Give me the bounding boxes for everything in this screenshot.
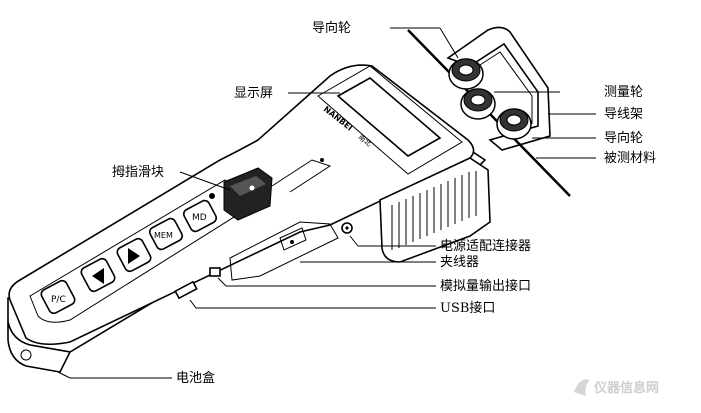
label-clamp: 夹线器	[440, 255, 479, 270]
device-body	[7, 64, 491, 373]
measure-wheel	[460, 88, 496, 120]
button-mem[interactable]: MEM	[148, 217, 184, 251]
indicator-led	[209, 193, 215, 199]
analog-output-port[interactable]	[209, 267, 221, 277]
thumb-slider[interactable]	[223, 158, 332, 221]
usb-port[interactable]	[174, 280, 198, 300]
button-md[interactable]: MD	[182, 199, 218, 233]
battery-latch	[20, 349, 32, 361]
watermark: 仪器信息网	[574, 379, 659, 396]
label-usb: USB接口	[440, 300, 495, 316]
label-guide-wheel-top: 导向轮	[312, 20, 351, 36]
leader-lines	[57, 27, 596, 379]
label-display: 显示屏	[234, 86, 273, 101]
label-analog-output: 模拟量输出接口	[440, 278, 531, 294]
clamp[interactable]	[279, 227, 307, 251]
label-material: 被测材料	[604, 151, 656, 166]
label-wire-frame: 导线架	[604, 107, 643, 122]
svg-text:仪器信息网: 仪器信息网	[593, 380, 659, 396]
label-measure-wheel: 测量轮	[604, 85, 643, 100]
button-right[interactable]	[116, 237, 153, 273]
svg-text:MD: MD	[192, 213, 207, 223]
svg-text:MEM: MEM	[154, 231, 173, 240]
label-guide-wheel-right: 导向轮	[604, 130, 643, 146]
label-battery: 电池盒	[176, 370, 215, 386]
button-left[interactable]	[80, 257, 117, 293]
wire-frame	[446, 26, 551, 151]
guide-wheel-top	[448, 58, 484, 90]
svg-text:P/C: P/C	[51, 295, 66, 305]
label-thumb-slider: 拇指滑块	[112, 165, 164, 180]
guide-wheel-right	[496, 108, 532, 140]
button-pc[interactable]: P/C	[40, 279, 77, 315]
label-power-adapter: 电源适配连接器	[440, 238, 531, 254]
